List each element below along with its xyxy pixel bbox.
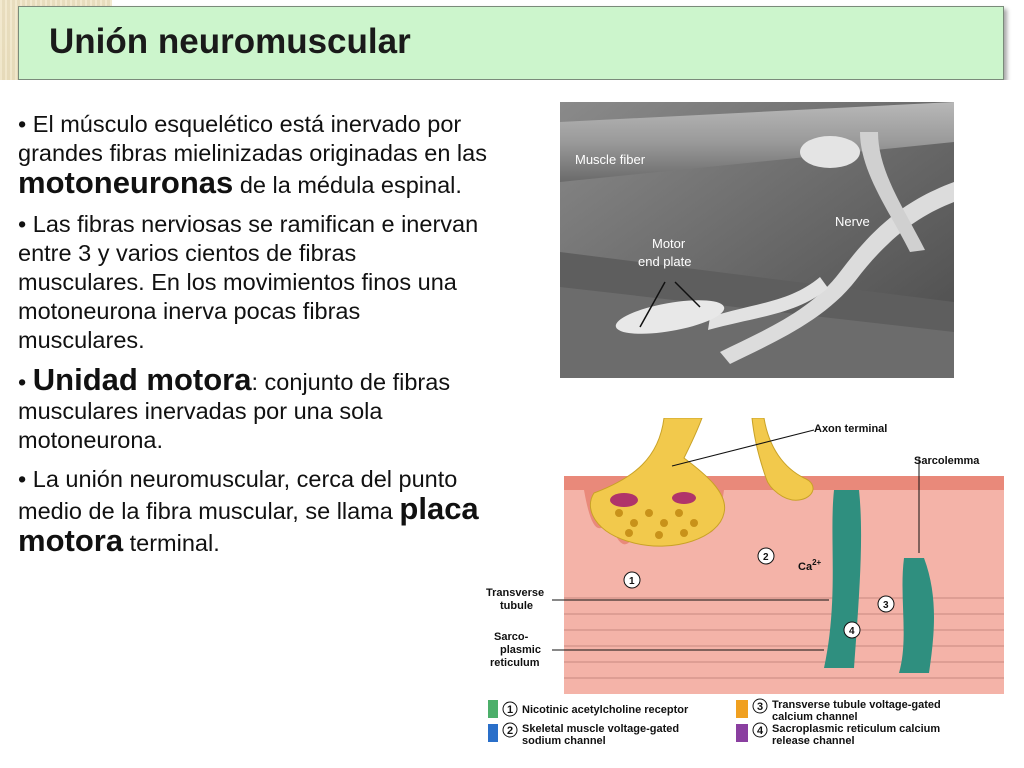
legend-l4a: Sacroplasmic reticulum calcium	[772, 723, 940, 735]
bullet-4-pre: La unión neuromuscular, cerca del punto …	[18, 466, 458, 524]
mitochondrion-2	[672, 492, 696, 504]
bullet-4: • La unión neuromuscular, cerca del punt…	[18, 466, 479, 558]
legend-l2b: sodium channel	[522, 735, 606, 747]
text-column: • El músculo esquelético está inervado p…	[18, 110, 488, 568]
label-transverse: Transverse	[486, 587, 544, 599]
bullet-2-text: Las fibras nerviosas se ramifican e iner…	[18, 211, 479, 353]
legend-l2a: Skeletal muscle voltage-gated	[522, 723, 679, 735]
nerve-branch-small	[708, 277, 828, 330]
bullet-3-post: : conjunto de fibras musculares inervada…	[18, 369, 451, 453]
pointer-line-1	[639, 281, 666, 328]
svg-text:4: 4	[849, 626, 855, 637]
bullet-1-pre: El músculo esquelético está inervado por…	[18, 111, 487, 166]
svg-text:3: 3	[757, 701, 763, 713]
synaptic-vesicles	[615, 509, 698, 539]
mitochondrion-1	[610, 493, 638, 507]
label-motor: Motor	[652, 236, 686, 251]
label-end-plate: end plate	[638, 254, 692, 269]
diagram-legend: 1 Nicotinic acetylcholine receptor 2 Ske…	[488, 698, 941, 747]
title-box: Unión neuromuscular	[18, 6, 1004, 80]
svg-text:2: 2	[507, 725, 513, 737]
bullet-1: • El músculo esquelético está inervado p…	[18, 111, 487, 200]
label-tubule: tubule	[500, 600, 533, 612]
bullet-4-bold: placa motora	[18, 491, 479, 558]
svg-text:3: 3	[883, 600, 889, 611]
motor-end-plate-shape	[615, 300, 725, 334]
end-plate-upper-shape	[800, 136, 860, 168]
pointer-line-2	[674, 281, 701, 308]
pointer-axon-terminal	[671, 429, 815, 467]
content-area: • El músculo esquelético está inervado p…	[0, 80, 1024, 768]
legend-l3a: Transverse tubule voltage-gated	[772, 699, 941, 711]
legend-release-icon	[736, 724, 748, 742]
legend-l1: Nicotinic acetylcholine receptor	[522, 704, 689, 716]
bullet-3: • Unidad motora: conjunto de fibras musc…	[18, 362, 451, 453]
label-plasmic: plasmic	[500, 644, 541, 656]
legend-calcium-icon	[736, 700, 748, 718]
bullet-4-post: terminal.	[123, 530, 220, 556]
label-ca: Ca2+	[798, 558, 822, 573]
electron-micrograph: Muscle fiber Nerve Motor end plate	[560, 102, 954, 378]
bullet-1-bold: motoneuronas	[18, 165, 234, 200]
nerve-branch-main	[720, 182, 954, 364]
svg-text:1: 1	[507, 704, 513, 716]
label-nerve: Nerve	[835, 214, 870, 229]
svg-text:2: 2	[763, 552, 769, 563]
bullet-3-bold: Unidad motora	[32, 362, 252, 397]
label-sarcolemma: Sarcolemma	[914, 455, 980, 467]
axon-branch-2	[751, 418, 814, 501]
junction-diagram: Axon terminal Sarcolemma Ca2+ Transverse…	[486, 418, 1004, 747]
label-axon-terminal: Axon terminal	[814, 423, 887, 435]
number-markers: 1 2 3 4	[623, 547, 895, 639]
legend-sodium-icon	[488, 724, 498, 742]
bullet-2: • Las fibras nerviosas se ramifican e in…	[18, 211, 479, 353]
svg-text:4: 4	[757, 725, 764, 737]
legend-l3b: calcium channel	[772, 711, 858, 723]
legend-l4b: release channel	[772, 735, 855, 747]
nerve-branch-upper	[860, 132, 925, 252]
label-sarco: Sarco-	[494, 631, 529, 643]
svg-text:1: 1	[629, 576, 635, 587]
label-reticulum: reticulum	[490, 657, 540, 669]
label-muscle-fiber: Muscle fiber	[575, 152, 646, 167]
axon-terminal-shape	[589, 418, 726, 547]
muscle-fiber-upper	[560, 102, 954, 182]
bullet-1-post: de la médula espinal.	[233, 172, 462, 198]
legend-receptor-icon	[488, 700, 498, 718]
t-tubule-right	[899, 558, 934, 673]
slide-title: Unión neuromuscular	[49, 22, 411, 61]
